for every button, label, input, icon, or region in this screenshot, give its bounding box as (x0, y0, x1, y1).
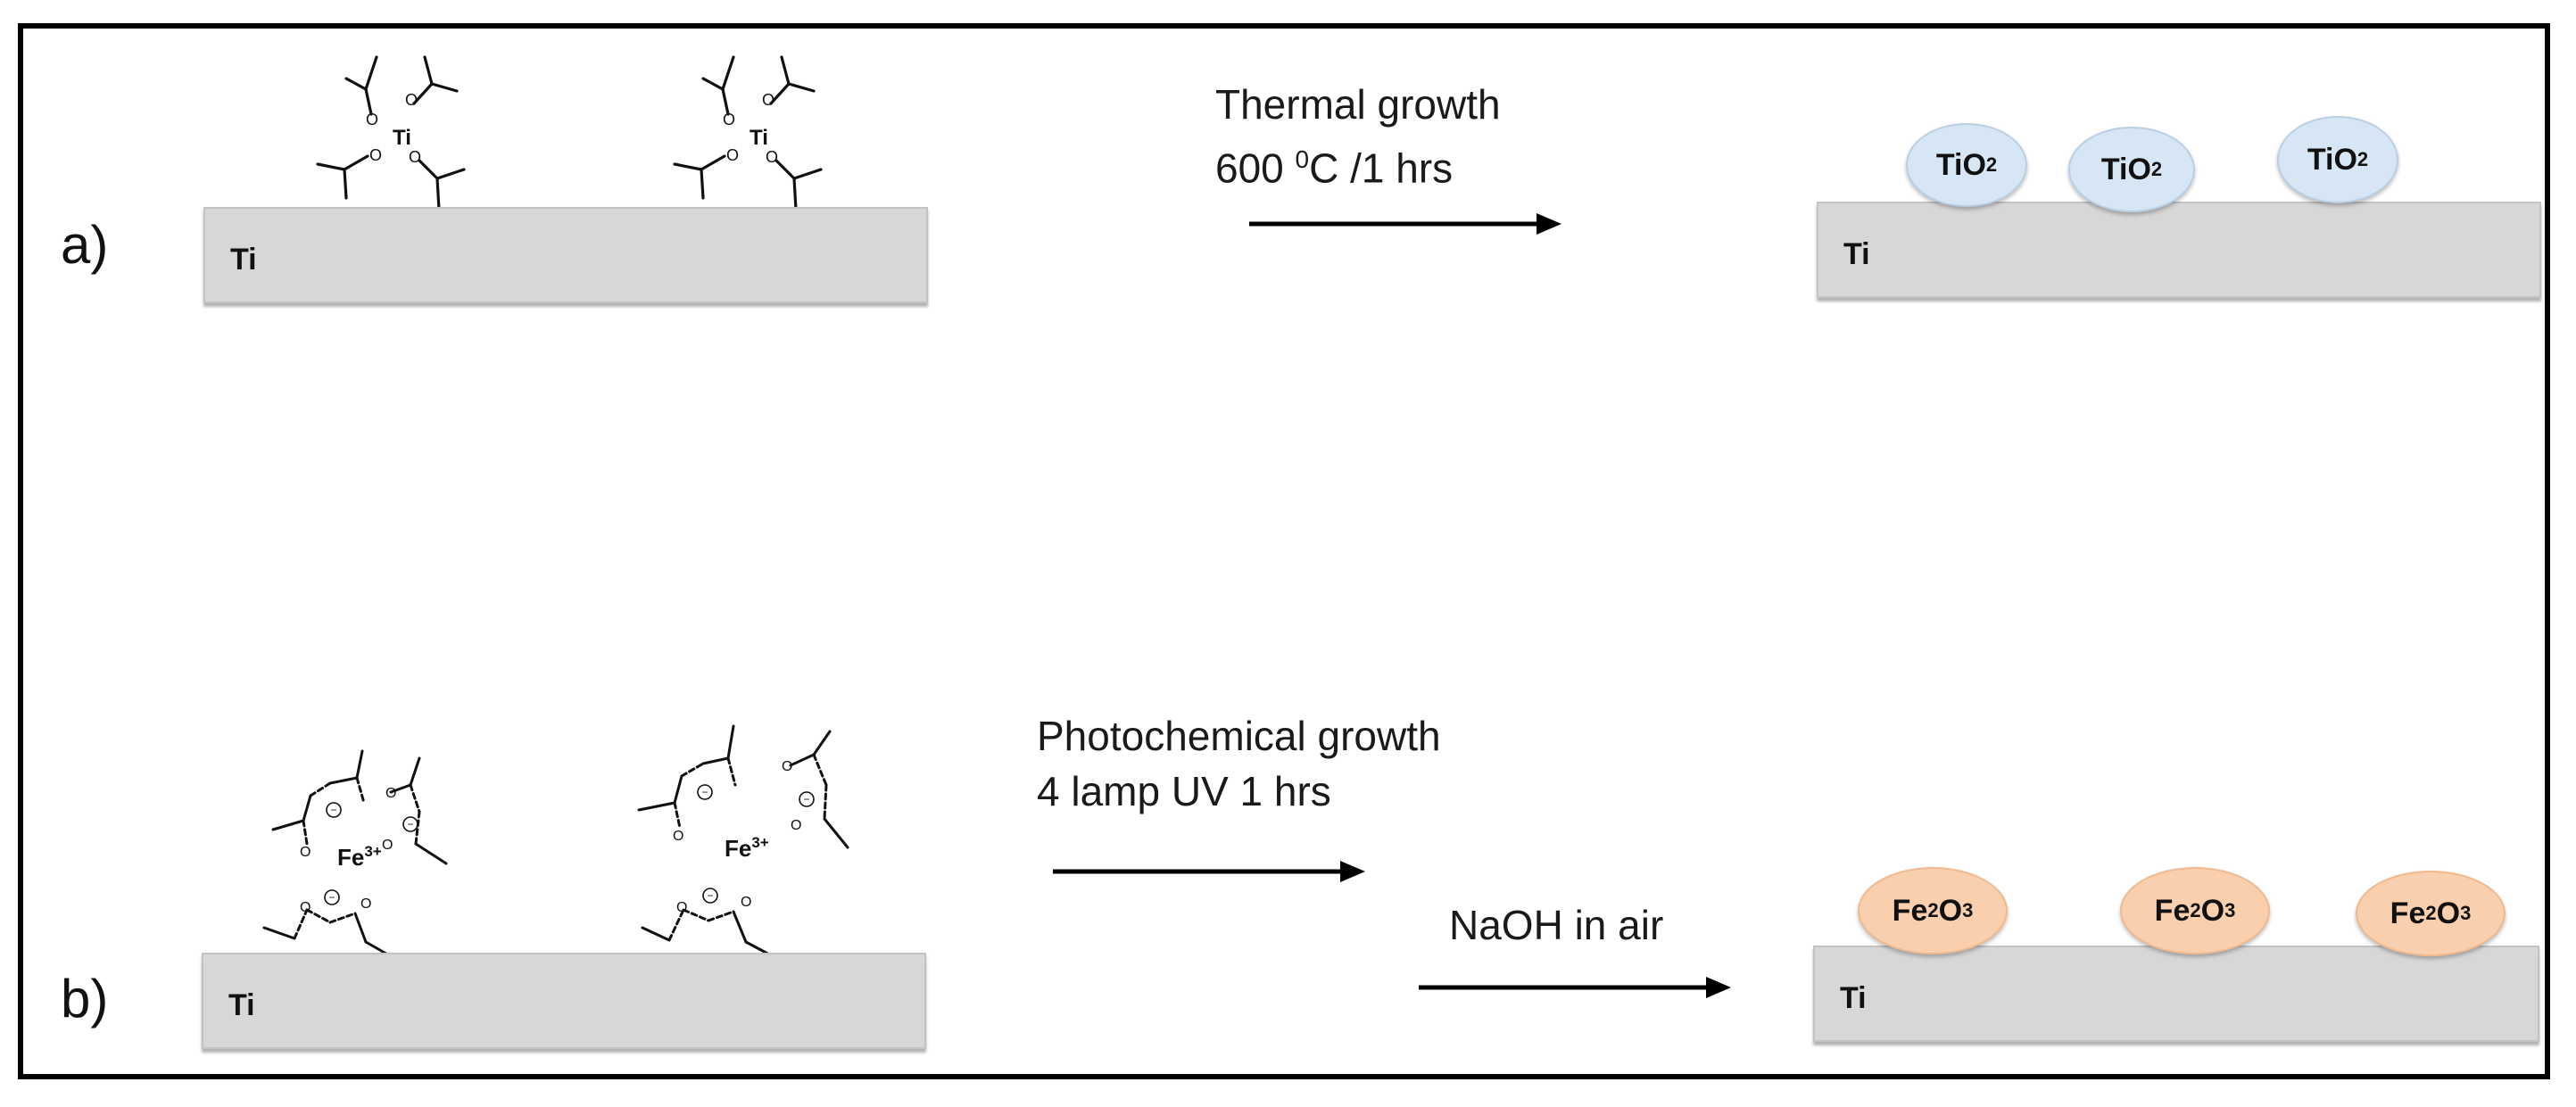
oxygen-atom: O (300, 900, 311, 915)
oxygen-atom: O (726, 146, 739, 164)
arrow-naoh (1419, 977, 1731, 998)
fe-center-label: Fe3+ (725, 834, 769, 862)
step-line-2: 4 lamp UV 1 hrs (1037, 768, 1331, 814)
substrate-label: Ti (228, 988, 255, 1022)
ti-substrate-a-product: Ti (1817, 202, 2541, 298)
ti-center-label: Ti (750, 126, 768, 150)
negative-charge: − (330, 804, 336, 816)
step-line-2: 600 0C /1 hrs (1215, 145, 1454, 192)
fe-acetylacetonate-molecule-2: O O O O O − − − Fe3+ (637, 724, 849, 958)
negative-charge: − (407, 818, 413, 830)
temperature-superscript: 0 (1295, 145, 1310, 173)
fe-acetylacetonate-molecule-1: O O O O O − − − Fe3+ (262, 749, 448, 958)
oxygen-atom: O (676, 900, 687, 915)
negative-charge: − (707, 889, 713, 902)
substrate-label: Ti (1843, 237, 1870, 271)
substrate-label: Ti (230, 243, 257, 277)
panel-b-label: b) (61, 969, 109, 1029)
oxygen-atom: O (369, 146, 382, 164)
arrow-photochemical (1053, 861, 1365, 882)
oxygen-atom: O (782, 759, 792, 774)
oxygen-atom: O (385, 786, 396, 801)
oxygen-atom: O (762, 91, 774, 109)
ti-center-label: Ti (393, 126, 411, 150)
substrate-label: Ti (1840, 981, 1867, 1015)
oxygen-atom: O (382, 838, 393, 853)
fe-center-label: Fe3+ (337, 843, 382, 871)
oxygen-atom: O (723, 111, 735, 128)
arrow-thermal (1249, 213, 1561, 235)
thermal-growth-label: Thermal growth 600 0C /1 hrs (1215, 77, 1501, 195)
naoh-label: NaOH in air (1449, 902, 1664, 948)
oxygen-atom: O (366, 111, 378, 128)
ti-substrate-b-product: Ti (1813, 946, 2539, 1042)
ti-isopropoxide-molecule-1: O O O O Ti (316, 55, 466, 211)
oxygen-atom: O (409, 148, 421, 166)
photochemical-growth-label: Photochemical growth 4 lamp UV 1 hrs (1037, 708, 1441, 819)
oxygen-atom: O (766, 148, 778, 166)
step-line-1: Thermal growth (1215, 81, 1501, 128)
oxygen-atom: O (300, 845, 311, 860)
oxygen-atom: O (791, 818, 801, 833)
panel-a-label: a) (61, 215, 109, 275)
negative-charge: − (803, 793, 809, 805)
oxygen-atom: O (673, 829, 683, 844)
negative-charge: − (701, 786, 708, 798)
oxygen-atom: O (741, 895, 751, 910)
ti-isopropoxide-molecule-2: O O O O Ti (673, 55, 823, 211)
oxygen-atom: O (360, 896, 371, 912)
ti-substrate-b-start: Ti (202, 953, 926, 1049)
ti-substrate-a-start: Ti (203, 207, 928, 303)
negative-charge: − (328, 891, 335, 904)
oxygen-atom: O (405, 91, 418, 109)
step-line-1: Photochemical growth (1037, 713, 1441, 759)
